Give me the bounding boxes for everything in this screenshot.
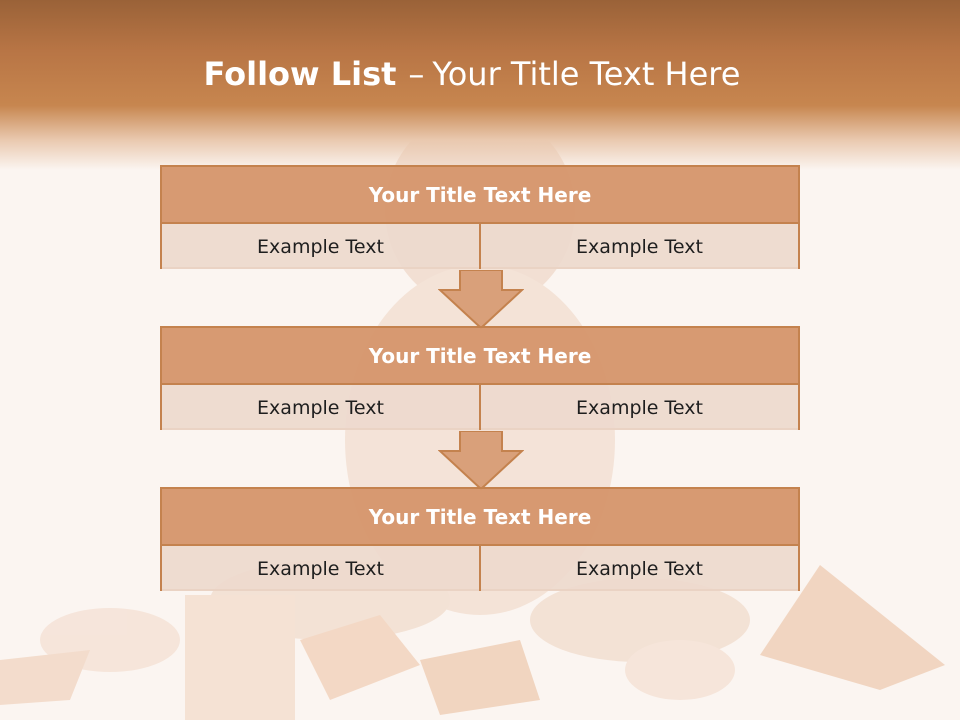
block-row: Example Text Example Text <box>162 546 798 591</box>
block-cell: Example Text <box>479 385 798 430</box>
block-row: Example Text Example Text <box>162 385 798 430</box>
block-cell: Example Text <box>479 546 798 591</box>
slide-title-rest: Your Title Text Here <box>432 55 741 93</box>
block-title: Your Title Text Here <box>162 328 798 385</box>
down-arrow-icon <box>438 270 524 330</box>
header-band <box>0 0 960 170</box>
block-cell: Example Text <box>479 224 798 269</box>
paper-piece-shape <box>300 615 420 700</box>
block-title: Your Title Text Here <box>162 489 798 546</box>
paper-piece-shape <box>760 565 945 690</box>
slide-title-bold: Follow List <box>203 55 397 93</box>
paper-piece-shape <box>0 650 90 705</box>
block-cell: Example Text <box>162 546 479 591</box>
paper-roll-shape <box>185 595 295 720</box>
list-block: Your Title Text Here Example Text Exampl… <box>160 487 800 591</box>
block-cell: Example Text <box>162 224 479 269</box>
list-block: Your Title Text Here Example Text Exampl… <box>160 326 800 430</box>
block-row: Example Text Example Text <box>162 224 798 269</box>
block-cell: Example Text <box>162 385 479 430</box>
baby-right-foot-shape <box>625 640 735 700</box>
list-block: Your Title Text Here Example Text Exampl… <box>160 165 800 269</box>
paper-piece-shape <box>420 640 540 715</box>
down-arrow-icon <box>438 431 524 491</box>
baby-left-foot-shape <box>40 608 180 672</box>
block-title: Your Title Text Here <box>162 167 798 224</box>
baby-right-leg-shape <box>530 578 750 662</box>
slide-title: Follow List–Your Title Text Here <box>0 55 944 93</box>
slide-title-separator: – <box>408 55 425 93</box>
